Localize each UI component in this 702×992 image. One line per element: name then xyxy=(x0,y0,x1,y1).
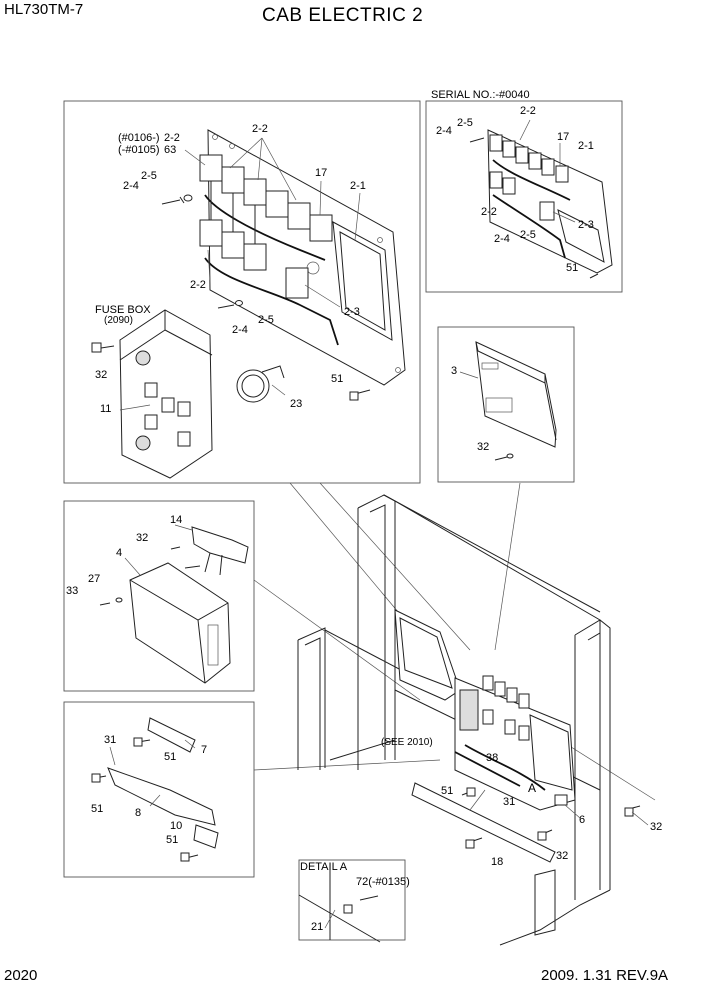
relay-row-lower xyxy=(199,219,309,299)
fuse-box-ref: (2090) xyxy=(104,315,133,326)
callout-leaders xyxy=(109,119,649,929)
bracket-parts xyxy=(91,717,219,862)
callout: 32 xyxy=(136,532,149,544)
fuse-box-label: FUSE BOX xyxy=(95,304,151,316)
fuse-screw xyxy=(91,342,115,353)
callout: 2-1 xyxy=(578,140,594,152)
callout: 32 xyxy=(556,850,569,862)
hour-meter xyxy=(236,365,285,403)
callout: 17 xyxy=(315,167,328,179)
serial-range-upper: (#0106-) xyxy=(118,132,160,144)
callout: 21 xyxy=(311,921,324,933)
cab-fuse-panel xyxy=(454,675,576,811)
callout: 51 xyxy=(91,803,104,815)
callout: 33 xyxy=(66,585,79,597)
fuse-box xyxy=(119,309,213,479)
page-title: CAB ELECTRIC 2 xyxy=(262,5,424,26)
callout: 51 xyxy=(566,262,579,274)
callout: 2-2 xyxy=(252,123,268,135)
callout: 2-2 xyxy=(190,279,206,291)
callout: 3 xyxy=(451,365,458,377)
callout: 51 xyxy=(164,751,177,763)
detail-a-panel xyxy=(298,859,406,941)
callout: 11 xyxy=(100,403,112,415)
callout: 31 xyxy=(503,796,516,808)
controller-unit xyxy=(475,341,557,461)
callout: 31 xyxy=(104,734,117,746)
serial-panel-title: SERIAL NO.:-#0040 xyxy=(431,89,530,101)
callout: 63 xyxy=(164,144,177,156)
callout: 2-5 xyxy=(258,314,274,326)
serial-fuse-plate xyxy=(469,129,613,279)
callout: 2-2 xyxy=(520,105,536,117)
callout: 51 xyxy=(166,834,179,846)
callout: 17 xyxy=(557,131,570,143)
revision-date: 2009. 1.31 REV.9A xyxy=(541,967,669,984)
cab-floor-bracket xyxy=(411,782,641,863)
callout: 8 xyxy=(135,807,142,819)
callout: 2-2 xyxy=(481,206,497,218)
callout: 32 xyxy=(477,441,490,453)
callout: 51 xyxy=(441,785,454,797)
callout: 2-4 xyxy=(232,324,248,336)
see-reference: (SEE 2010) xyxy=(381,737,433,748)
detail-a-note: 72(-#0135) xyxy=(356,876,410,888)
model-code: HL730TM-7 xyxy=(4,1,84,18)
page-number: 2020 xyxy=(4,967,38,984)
callout: 10 xyxy=(170,820,183,832)
callout: 51 xyxy=(331,373,344,385)
callout: 32 xyxy=(650,821,663,833)
callout: 2-3 xyxy=(578,219,594,231)
relay-module xyxy=(170,526,249,576)
relay-row-upper xyxy=(199,154,333,242)
callout: 7 xyxy=(201,744,208,756)
callout: 2-5 xyxy=(520,229,536,241)
callout: 2-4 xyxy=(436,125,452,137)
callout: 2-5 xyxy=(141,170,157,182)
callout: 2-5 xyxy=(457,117,473,129)
callout: 2-1 xyxy=(350,180,366,192)
callout: 14 xyxy=(170,514,183,526)
serial-range-lower: (-#0105) xyxy=(118,144,160,156)
cab-frame xyxy=(297,494,611,946)
callout: 2-2 xyxy=(164,132,180,144)
callout: 27 xyxy=(88,573,101,585)
callout: 38 xyxy=(486,752,499,764)
callout: 6 xyxy=(579,814,586,826)
callout: 32 xyxy=(95,369,108,381)
main-harness xyxy=(204,181,339,346)
callout: 18 xyxy=(491,856,504,868)
callout: 2-4 xyxy=(494,233,510,245)
cab-window xyxy=(394,609,461,701)
callout: 23 xyxy=(290,398,303,410)
detail-a-title: DETAIL A xyxy=(300,861,348,873)
detail-a-parts xyxy=(298,870,381,943)
callout: 2-3 xyxy=(344,306,360,318)
controller-4 xyxy=(99,562,231,684)
callout: 4 xyxy=(116,547,123,559)
callout: 2-4 xyxy=(123,180,139,192)
main-hardware xyxy=(161,194,371,401)
callout: A xyxy=(528,781,537,795)
